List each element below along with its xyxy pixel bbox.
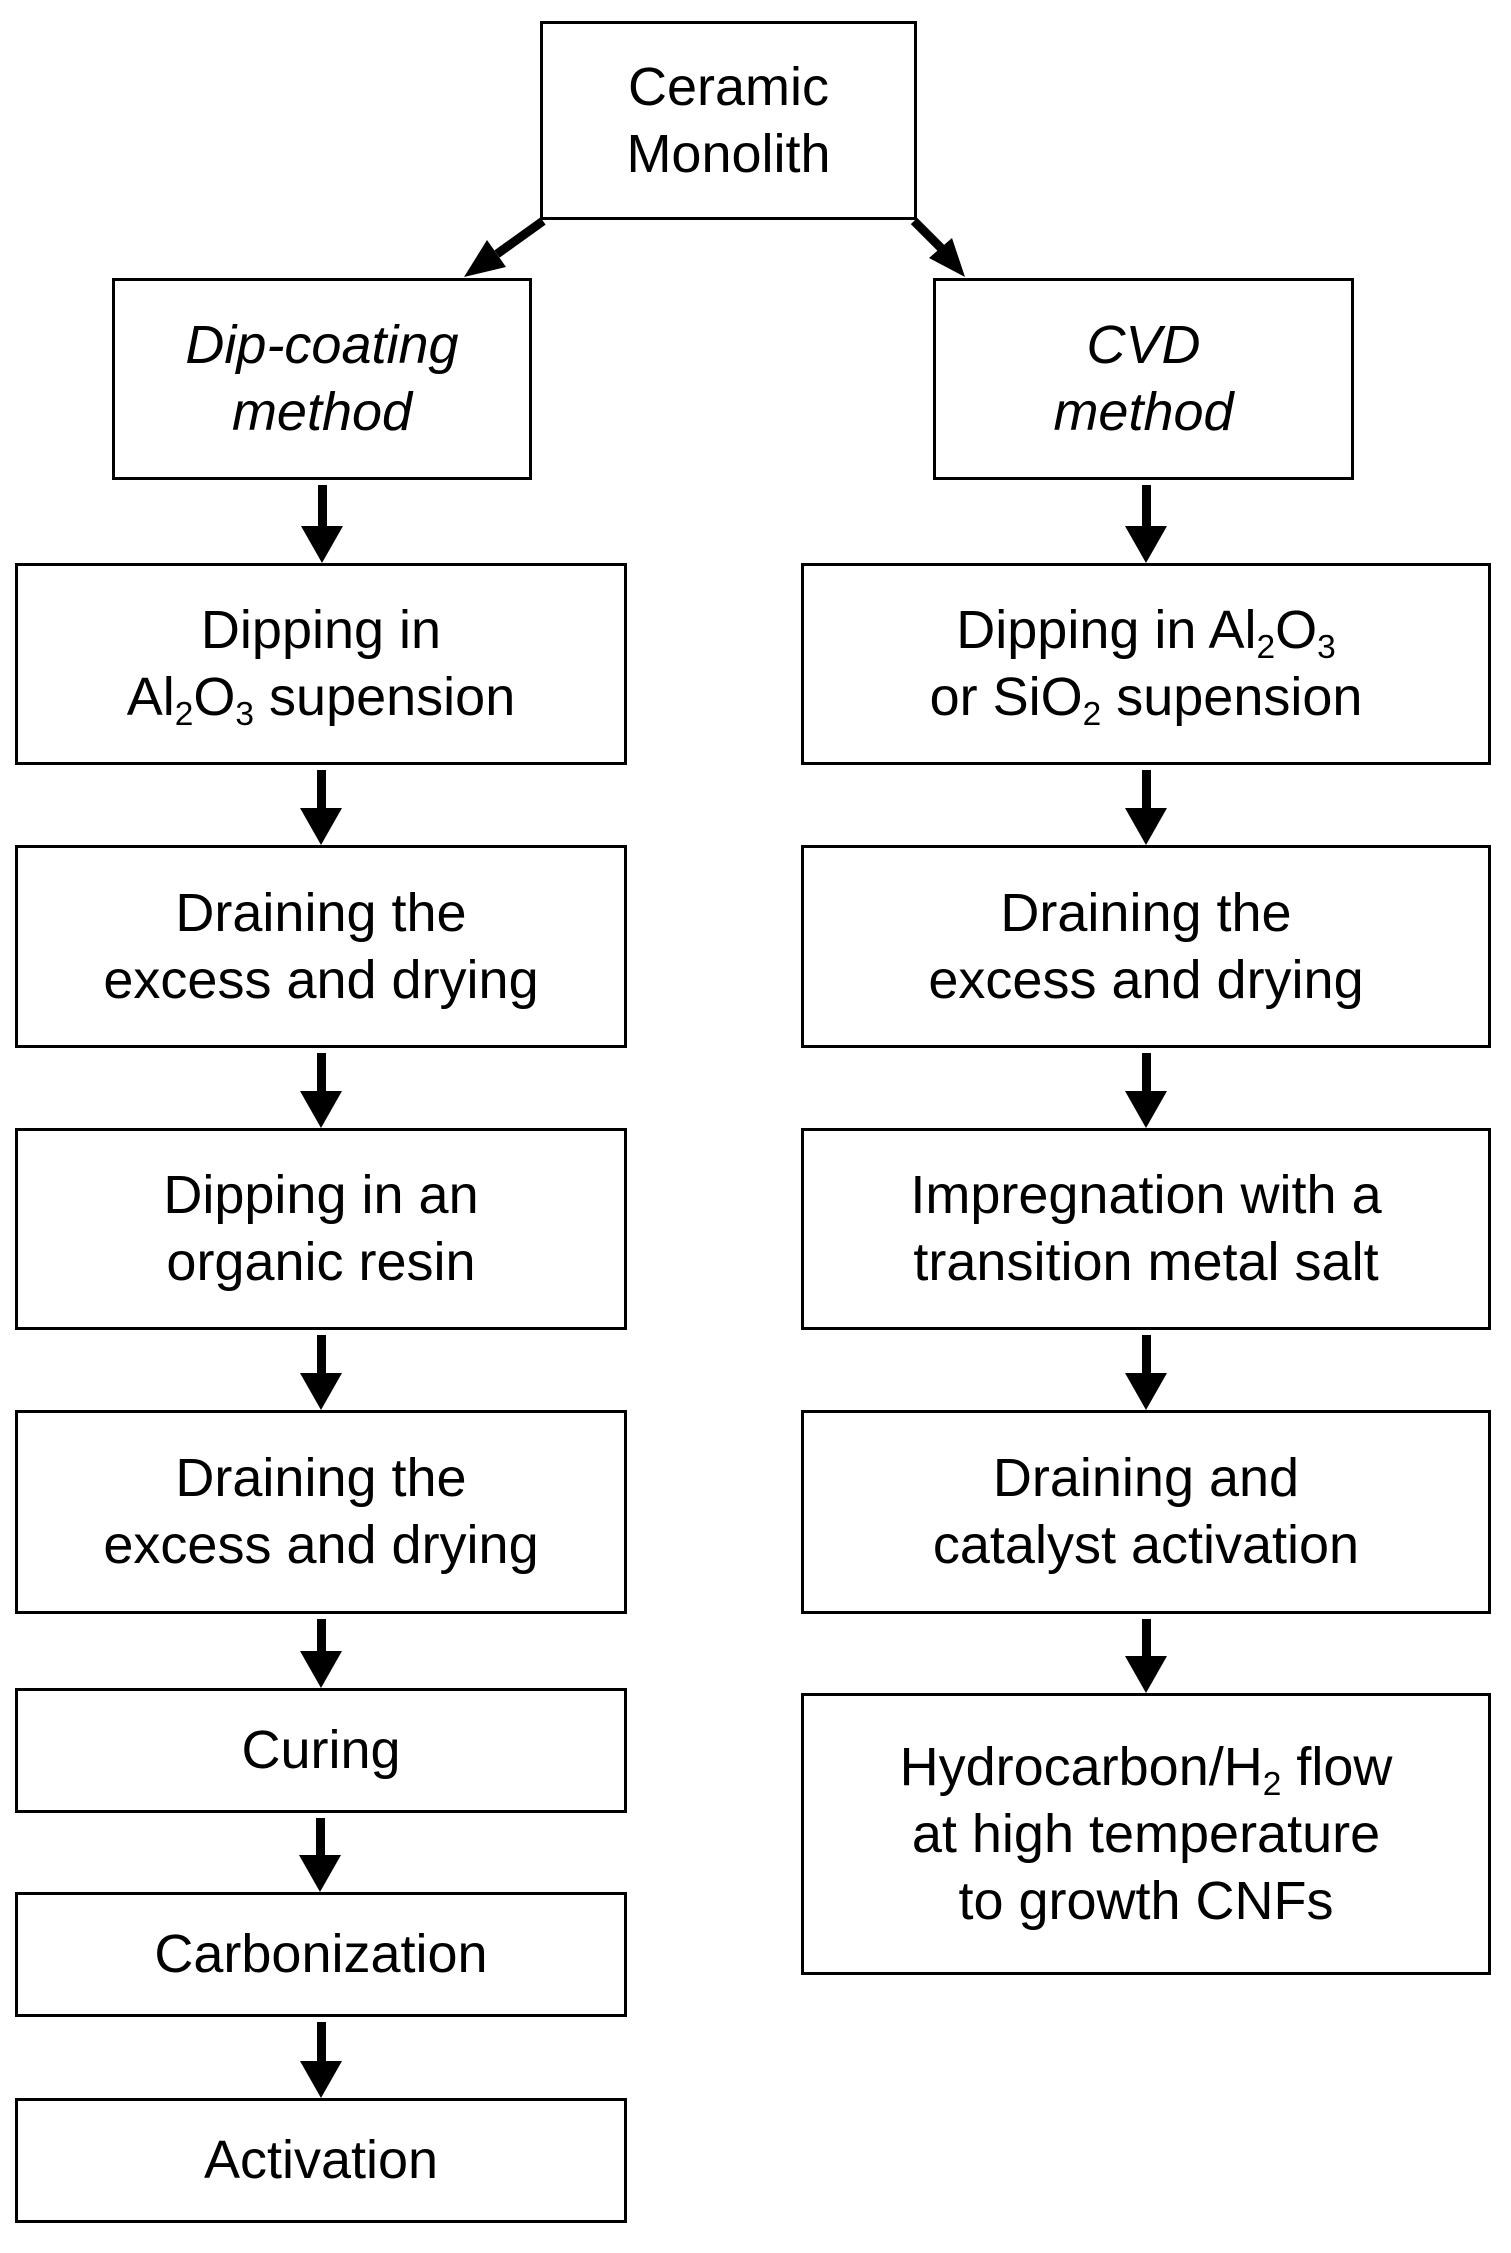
arrow-down-icon xyxy=(1125,1373,1167,1410)
arrow-down-icon xyxy=(299,1855,341,1892)
arrow-down-icon xyxy=(1125,1656,1167,1693)
arrow-stem xyxy=(316,1053,326,1091)
arrow-down-dip-method-to-step1 xyxy=(300,485,344,563)
arrow-down-carbonization-activation xyxy=(299,2022,343,2098)
arrow-down-icon xyxy=(300,808,342,845)
arrow-stem xyxy=(316,2022,326,2061)
arrow-down-right-step1-step2 xyxy=(1124,770,1168,845)
arrow-stem xyxy=(316,1335,326,1373)
arrow-stem xyxy=(317,485,327,526)
arrow-down-left-step2-step3 xyxy=(299,1053,343,1128)
arrow-stem xyxy=(1141,1619,1151,1656)
arrow-stem xyxy=(315,1818,325,1855)
arrow-down-icon xyxy=(300,2061,342,2098)
arrow-down-right-step3-step4 xyxy=(1124,1335,1168,1410)
node-carbonization: Carbonization xyxy=(15,1892,627,2017)
arrow-stem xyxy=(1141,1053,1151,1091)
arrow-down-right-step4-step5 xyxy=(1124,1619,1168,1693)
arrow-down-icon xyxy=(1125,808,1167,845)
arrow-stem xyxy=(1141,770,1151,808)
arrow-diagonal-right-icon xyxy=(929,238,965,277)
arrow-diagonal-left-line xyxy=(494,217,546,258)
arrow-down-icon xyxy=(1125,1091,1167,1128)
arrow-stem xyxy=(1141,1335,1151,1373)
arrow-stem xyxy=(1141,485,1151,526)
node-curing: Curing xyxy=(15,1688,627,1813)
arrow-down-icon xyxy=(1125,526,1167,563)
arrow-down-icon xyxy=(300,1651,342,1688)
arrow-down-icon xyxy=(301,526,343,563)
arrow-down-cvd-method-to-step1 xyxy=(1124,485,1168,563)
node-activation: Activation xyxy=(15,2098,627,2223)
arrow-down-left-step4-curing xyxy=(299,1619,343,1688)
arrow-down-right-step2-step3 xyxy=(1124,1053,1168,1128)
arrow-down-left-step1-step2 xyxy=(299,770,343,845)
arrow-down-icon xyxy=(300,1373,342,1410)
arrow-down-curing-carbonization xyxy=(298,1818,342,1892)
arrow-stem xyxy=(316,1619,326,1651)
arrow-stem xyxy=(316,770,326,808)
arrow-diagonal-right-line xyxy=(910,217,945,252)
arrow-diagonal-left-icon xyxy=(464,240,506,277)
arrow-down-icon xyxy=(300,1091,342,1128)
arrow-down-left-step3-step4 xyxy=(299,1335,343,1410)
